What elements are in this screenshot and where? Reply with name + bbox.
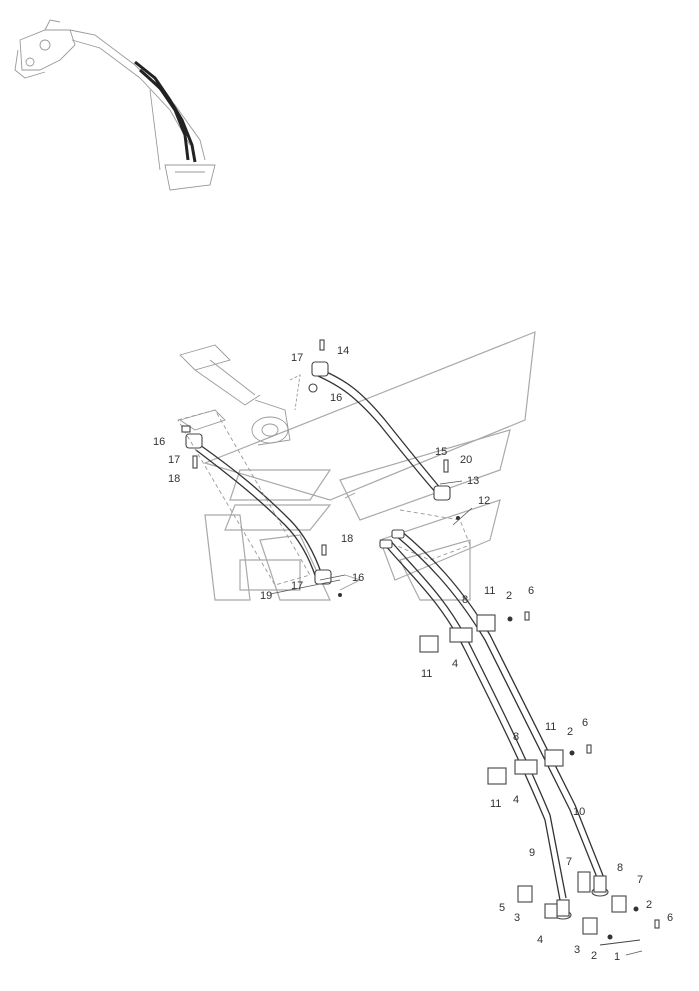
watermark-logo	[203, 331, 536, 601]
callout-2: 2	[506, 590, 512, 602]
clamp-set-middle	[487, 744, 592, 785]
callout-6: 6	[667, 912, 673, 924]
callout-17: 17	[291, 352, 303, 364]
callout-12: 12	[478, 495, 490, 507]
callout-16: 16	[352, 572, 364, 584]
small-hardware	[181, 339, 460, 597]
callout-6: 6	[528, 585, 534, 597]
tube-10	[394, 529, 609, 897]
callout-11: 11	[421, 668, 432, 680]
callout-4: 4	[513, 794, 519, 806]
upper-hose-left	[185, 433, 332, 585]
callout-2: 2	[567, 726, 573, 738]
callout-9: 9	[529, 847, 535, 859]
callout-8: 8	[513, 731, 519, 743]
callout-18: 18	[168, 473, 180, 485]
boom-bracket-sketch	[178, 344, 301, 446]
callout-4: 4	[537, 934, 543, 946]
clamp-set-lower	[517, 871, 660, 946]
callout-16: 16	[330, 392, 342, 404]
callout-11: 11	[545, 721, 556, 733]
excavator-overview-thumbnail	[14, 19, 216, 191]
callout-15: 15	[435, 446, 447, 458]
callout-4: 4	[452, 658, 458, 670]
callout-11: 11	[490, 798, 501, 810]
callout-2: 2	[591, 950, 597, 962]
callout-3: 3	[514, 912, 520, 924]
callout-3: 3	[574, 944, 580, 956]
callout-labels: 14 17 16 16 17 18 15 20 13 12 18 16 17 1…	[153, 345, 673, 963]
callout-8: 8	[617, 862, 623, 874]
callout-10: 10	[573, 806, 585, 818]
callout-11: 11	[484, 585, 495, 597]
callout-13: 13	[467, 475, 479, 487]
callout-2: 2	[646, 899, 652, 911]
callout-1: 1	[614, 951, 620, 963]
callout-16: 16	[153, 436, 165, 448]
callout-7: 7	[566, 856, 572, 868]
callout-14: 14	[337, 345, 349, 357]
callout-5: 5	[499, 902, 505, 914]
callout-17: 17	[168, 454, 180, 466]
tube-top-fittings	[379, 529, 405, 549]
callout-17: 17	[291, 580, 303, 592]
callout-18: 18	[341, 533, 353, 545]
callout-20: 20	[460, 454, 472, 466]
callout-7: 7	[637, 874, 643, 886]
clamp-set-upper	[419, 611, 530, 653]
callout-19: 19	[260, 590, 272, 602]
upper-hose-right	[311, 361, 451, 501]
callout-8: 8	[462, 594, 468, 606]
leader-lines	[269, 480, 643, 956]
callout-6: 6	[582, 717, 588, 729]
tube-9	[384, 539, 572, 920]
